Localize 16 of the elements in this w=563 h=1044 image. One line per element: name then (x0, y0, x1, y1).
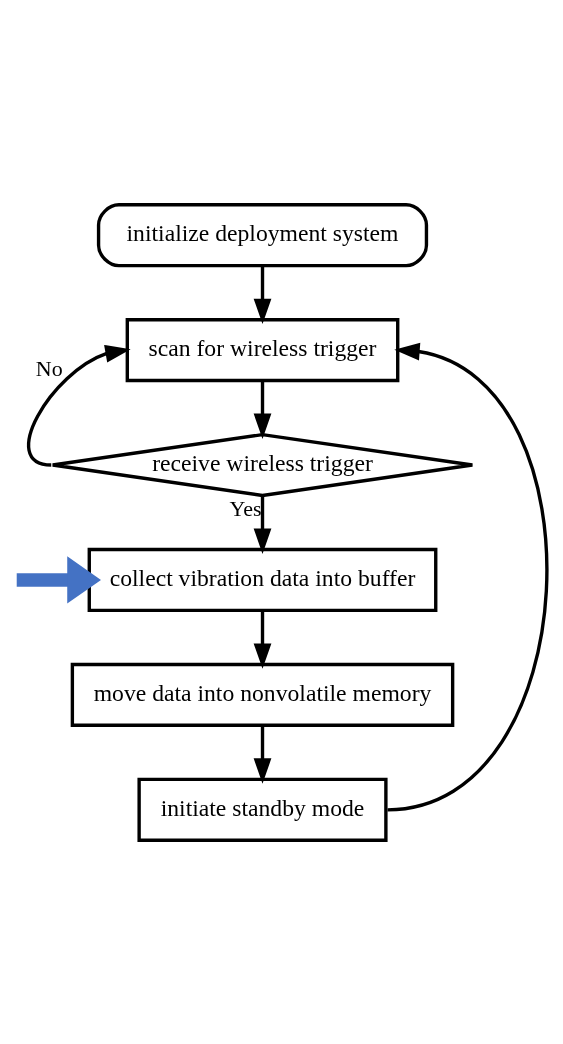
arrow (253, 265, 272, 324)
node-box: move data into nonvolatile memory (70, 662, 455, 727)
arrow (16, 555, 101, 604)
arrow (253, 495, 272, 554)
node-box: initialize deployment system (96, 202, 429, 267)
edge-label: Yes (229, 495, 262, 521)
arrow (27, 344, 131, 467)
edge-label: No (35, 355, 63, 381)
node-box: collect vibration data into buffer (87, 547, 438, 612)
node-diamond: receive wireless trigger (50, 432, 475, 497)
node-box: initiate standby mode (137, 777, 388, 842)
node-box: scan for wireless trigger (125, 317, 400, 382)
arrow (387, 342, 548, 811)
arrow (253, 725, 272, 784)
arrow (253, 380, 272, 439)
arrow (253, 610, 272, 669)
